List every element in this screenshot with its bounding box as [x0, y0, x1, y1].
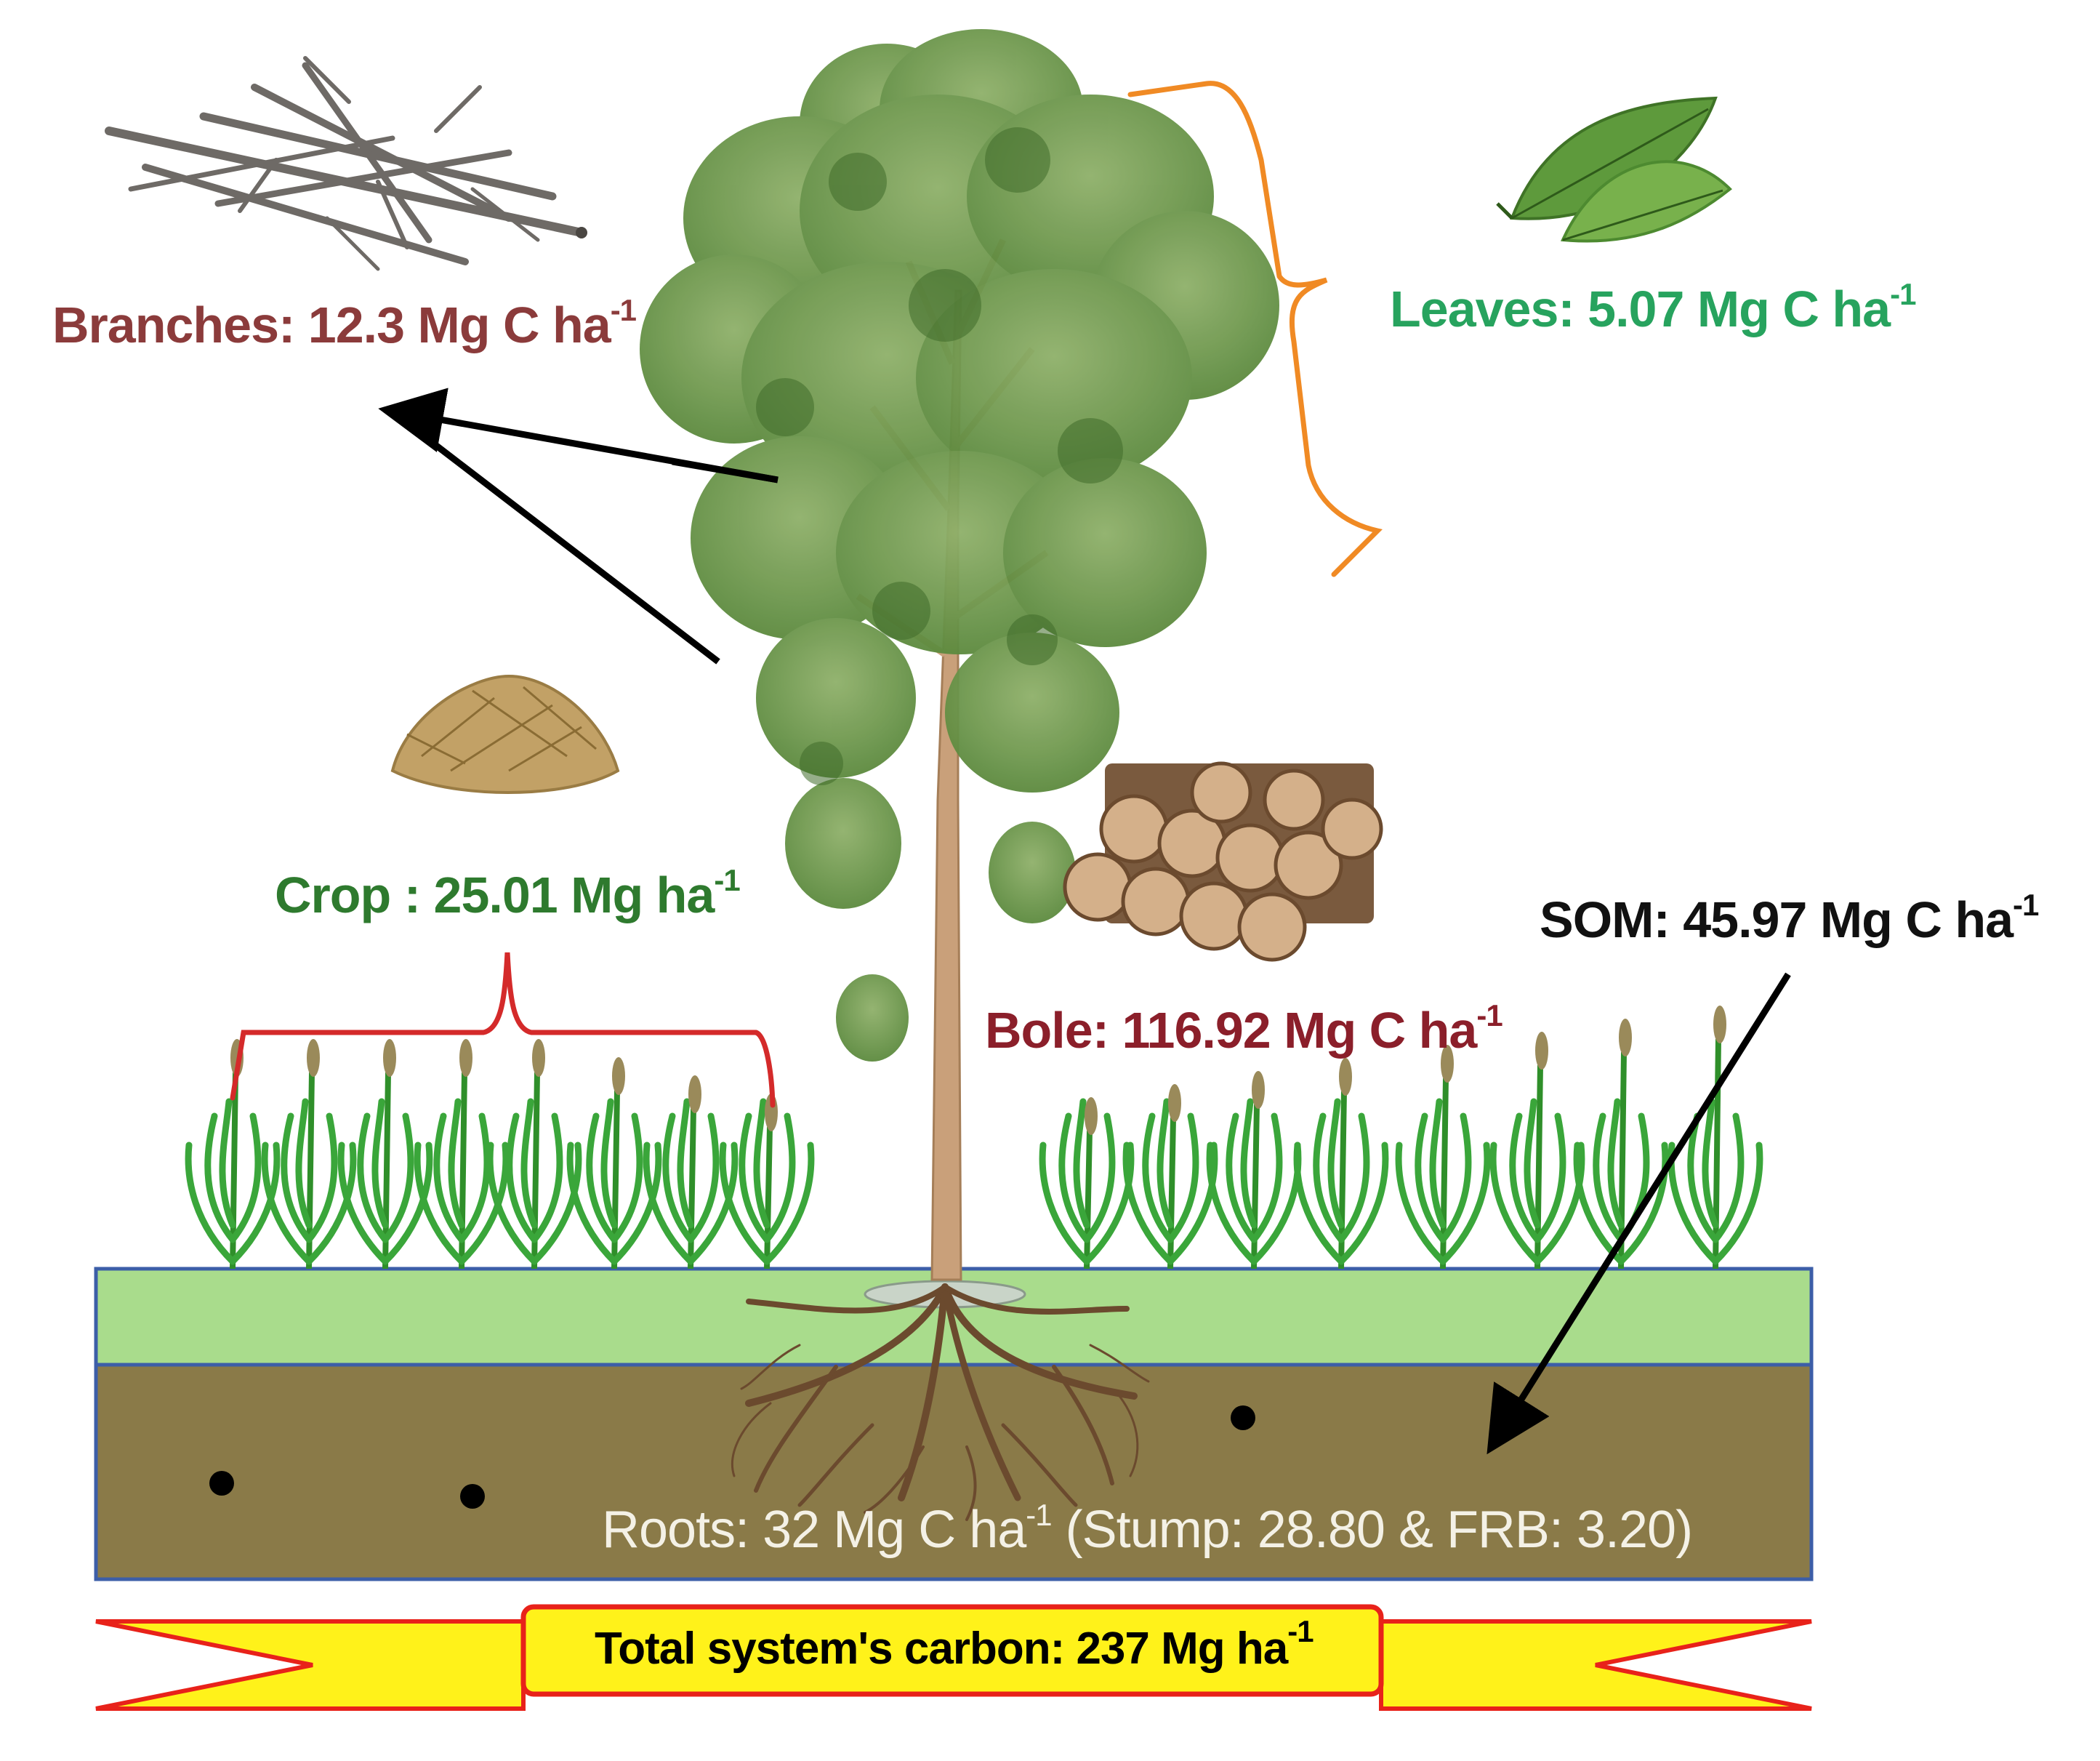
branches-label-unit-exp: -1	[610, 293, 637, 327]
crop-label: Crop : 25.01 Mg ha-1	[275, 865, 741, 923]
roots-label: Roots: 32 Mg C ha-1 (Stump: 28.80 & FRB:…	[602, 1500, 1693, 1559]
roots-label-breakdown: (Stump: 28.80 & FRB: 3.20)	[1051, 1501, 1693, 1559]
leaves-brace	[1127, 81, 1383, 577]
tree-roots-icon	[731, 1280, 1150, 1521]
som-label: SOM: 45.97 Mg C ha-1	[1540, 890, 2039, 948]
soil-particle	[209, 1471, 234, 1496]
straw-pile-icon	[390, 674, 620, 794]
bole-label: Bole: 116.92 Mg C ha-1	[985, 1000, 1503, 1059]
total-carbon-label-unit-exp: -1	[1287, 1614, 1313, 1648]
bole-label-unit-exp: -1	[1476, 998, 1502, 1032]
crop-row-left	[185, 1039, 815, 1269]
crop-label-text: Crop : 25.01 Mg ha	[275, 867, 715, 923]
crop-plant-icon	[719, 1094, 815, 1269]
total-carbon-label-text: Total system's carbon: 237 Mg ha	[595, 1624, 1288, 1674]
crop-plant-icon	[486, 1039, 582, 1269]
eucalyptus-tree-icon	[640, 29, 1279, 1281]
leaves-label-unit-exp: -1	[1890, 277, 1916, 311]
som-label-unit-exp: -1	[2013, 888, 2039, 922]
leaf-icon	[1496, 96, 1732, 243]
bole-label-text: Bole: 116.92 Mg C ha	[985, 1002, 1477, 1059]
branches-label: Branches: 12.3 Mg C ha-1	[52, 295, 637, 353]
log-pile-icon	[1063, 761, 1383, 962]
leaves-label-text: Leaves: 5.07 Mg C ha	[1390, 281, 1891, 337]
roots-label-unit-exp: -1	[1026, 1498, 1052, 1532]
branches-arrow	[378, 388, 779, 665]
leaves-label: Leaves: 5.07 Mg C ha-1	[1390, 279, 1916, 337]
crop-plant-icon	[1489, 1032, 1585, 1269]
crop-label-unit-exp: -1	[714, 863, 740, 897]
crop-brace	[230, 952, 776, 1108]
crop-plant-icon	[1039, 1097, 1135, 1269]
crop-plant-icon	[566, 1057, 662, 1269]
som-arrow	[1487, 972, 1791, 1455]
soil-particle	[1231, 1405, 1255, 1430]
som-label-text: SOM: 45.97 Mg C ha	[1540, 891, 2013, 948]
total-carbon-banner	[95, 1604, 1812, 1711]
crop-plant-icon	[1573, 1019, 1669, 1269]
crop-plant-icon	[1293, 1058, 1389, 1269]
total-carbon-label: Total system's carbon: 237 Mg ha-1	[595, 1616, 1314, 1674]
crop-row-right	[1039, 1006, 1763, 1269]
crop-plant-icon	[1206, 1071, 1302, 1269]
branch-bundle-icon	[105, 56, 587, 271]
roots-label-text: Roots: 32 Mg C ha	[602, 1501, 1026, 1559]
crop-plant-icon	[1395, 1045, 1491, 1269]
soil-particle	[460, 1484, 485, 1509]
crop-plant-icon	[1122, 1084, 1218, 1269]
branches-label-text: Branches: 12.3 Mg C ha	[52, 297, 611, 353]
